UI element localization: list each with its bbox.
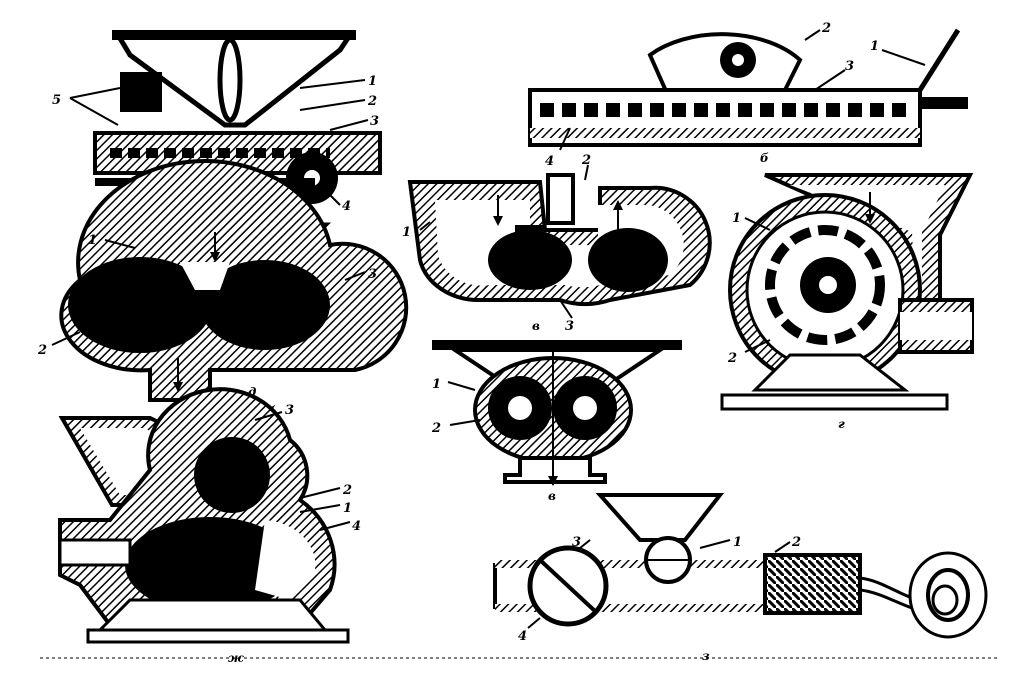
- panel-zh-stand: [96, 598, 329, 632]
- panel-g-label-2: 2: [727, 351, 737, 366]
- panel-z: 3 1 2 4 з: [493, 493, 988, 663]
- panel-a-label-4: 4: [342, 199, 351, 214]
- panel-d-rotor-right: [200, 260, 330, 350]
- panel-v-mid-label-1: 1: [402, 225, 411, 240]
- panel-a-label-2: 2: [367, 94, 377, 109]
- panel-a-label-5: 5: [52, 93, 61, 108]
- panel-v-mid-label-2: 2: [581, 153, 591, 168]
- panel-g-label-1: 1: [732, 211, 741, 226]
- panel-a-label-1: 1: [368, 74, 377, 89]
- panel-v-small: 1 2 в: [431, 340, 682, 503]
- panel-v-mid-rotor-right: [588, 228, 668, 292]
- panel-d: 1 2 3 д: [37, 158, 409, 402]
- panel-v-mid: 1 2 3 в: [402, 153, 712, 334]
- panel-zh-rotor-upper: [194, 437, 270, 513]
- panel-b-top-lever: [917, 28, 961, 92]
- panel-d-label-2: 2: [37, 343, 47, 358]
- panel-v-mid-inlet: [546, 173, 575, 225]
- panel-zh-label-2: 2: [342, 483, 352, 498]
- panel-z-label-2: 2: [791, 535, 801, 550]
- panel-a-label-3: 3: [370, 114, 379, 129]
- panel-b-top-shaft: [920, 97, 968, 109]
- panel-a-hopper-rim: [112, 30, 356, 40]
- panel-zh-base: [86, 628, 350, 644]
- panel-d-label-1: 1: [88, 233, 97, 248]
- panel-z-label-1: 1: [733, 535, 742, 550]
- panel-zh-label-4: 4: [352, 519, 361, 534]
- panel-b-top-label-2: 2: [821, 21, 831, 36]
- panel-b-top-label-3: 3: [845, 59, 854, 74]
- panel-z-label-4: 4: [518, 629, 527, 644]
- panel-v-mid-caption: в: [532, 319, 540, 333]
- panel-g-caption: г: [838, 417, 845, 431]
- panel-a-leader-5a: [69, 87, 121, 99]
- panel-zh-rotor-lower: [125, 517, 295, 613]
- panel-z-label-3: 3: [572, 535, 581, 550]
- panel-v-mid-label-3: 3: [565, 319, 574, 334]
- panel-g: 1 2 г: [720, 173, 974, 431]
- panel-v-small-caption: в: [548, 489, 556, 503]
- panel-zh-label-3: 3: [285, 403, 294, 418]
- panel-zh-caption: ж: [228, 651, 244, 665]
- panel-zh-label-1: 1: [343, 501, 352, 516]
- panel-v-small-label-1: 1: [432, 377, 441, 392]
- panel-g-base: [720, 393, 949, 411]
- panel-v-small-label-2: 2: [431, 421, 441, 436]
- panel-b-top-label-1: 1: [870, 39, 879, 54]
- panel-z-caption: з: [702, 649, 710, 663]
- panel-v-small-rim: [432, 340, 682, 350]
- panel-a-gearbox: [120, 72, 162, 112]
- panel-d-caption: д: [248, 385, 256, 399]
- panel-v-small-outlet: [503, 456, 607, 484]
- panel-b-top-label-4: 4: [545, 154, 554, 169]
- panel-zh-outlet: [58, 538, 132, 567]
- panel-g-stand: [751, 353, 910, 392]
- panel-a: 5 1 2 3 4 а: [52, 30, 382, 214]
- panel-a-leader-5b: [69, 97, 119, 126]
- panel-g-rotor: [765, 225, 885, 345]
- panel-zh: 3 2 1 4 ж: [58, 387, 361, 665]
- panel-b-top: 2 1 3 4 б: [528, 21, 968, 169]
- panel-b-top-caption: б: [760, 151, 769, 165]
- panel-z-motor: [908, 551, 988, 639]
- panel-v-mid-rotor-left: [488, 225, 572, 290]
- panel-z-spring: [763, 553, 862, 615]
- panel-d-label-3: 3: [368, 267, 377, 282]
- panel-d-rotor-left: [68, 257, 212, 353]
- panel-a-agitator: [217, 37, 243, 123]
- panel-z-hopper: [595, 493, 725, 542]
